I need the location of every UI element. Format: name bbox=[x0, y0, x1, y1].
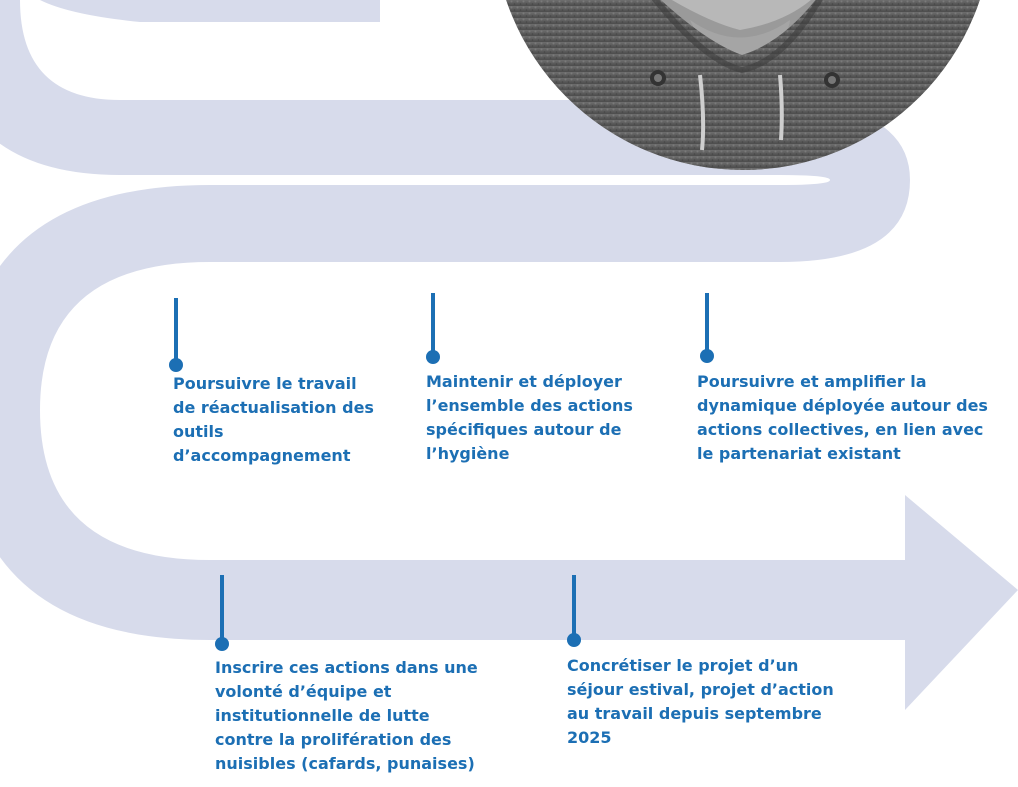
road-top-band bbox=[40, 0, 380, 22]
milestone-5-text: Concrétiser le projet d’un séjour estiva… bbox=[567, 656, 834, 747]
milestone-2-text: Maintenir et déployer l’ensemble des act… bbox=[426, 372, 633, 463]
milestone-1-dot bbox=[169, 358, 183, 372]
milestone-4-text: Inscrire ces actions dans une volonté d’… bbox=[215, 658, 478, 773]
milestone-4-dot bbox=[215, 637, 229, 651]
milestone-3-text: Poursuivre et amplifier la dynamique dép… bbox=[697, 372, 988, 463]
milestone-3-dot bbox=[700, 349, 714, 363]
road-path bbox=[0, 0, 1018, 710]
milestone-1-text: Poursuivre le travail de réactualisation… bbox=[173, 374, 374, 465]
milestone-2-dot bbox=[426, 350, 440, 364]
milestone-5-dot bbox=[567, 633, 581, 647]
